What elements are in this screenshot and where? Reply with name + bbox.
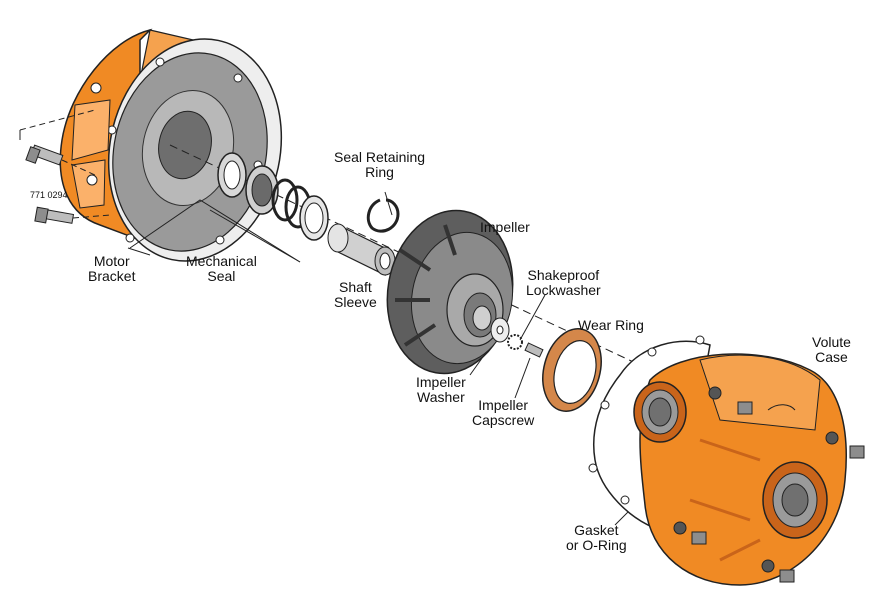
impeller-hardware bbox=[490, 317, 544, 358]
volute-bolts bbox=[691, 401, 865, 583]
label-impeller: Impeller bbox=[480, 219, 530, 235]
seal-retaining-ring bbox=[366, 198, 400, 233]
motor-bracket bbox=[59, 28, 283, 262]
wear-ring bbox=[542, 328, 602, 412]
mechanical-seal bbox=[217, 152, 329, 241]
bracket-bolts bbox=[19, 109, 111, 224]
part-number: 771 0294 bbox=[30, 190, 68, 200]
shaft-sleeve bbox=[327, 223, 396, 276]
impeller bbox=[386, 209, 514, 375]
volute-case bbox=[633, 353, 847, 586]
label-wear-ring: Wear Ring bbox=[578, 317, 644, 333]
